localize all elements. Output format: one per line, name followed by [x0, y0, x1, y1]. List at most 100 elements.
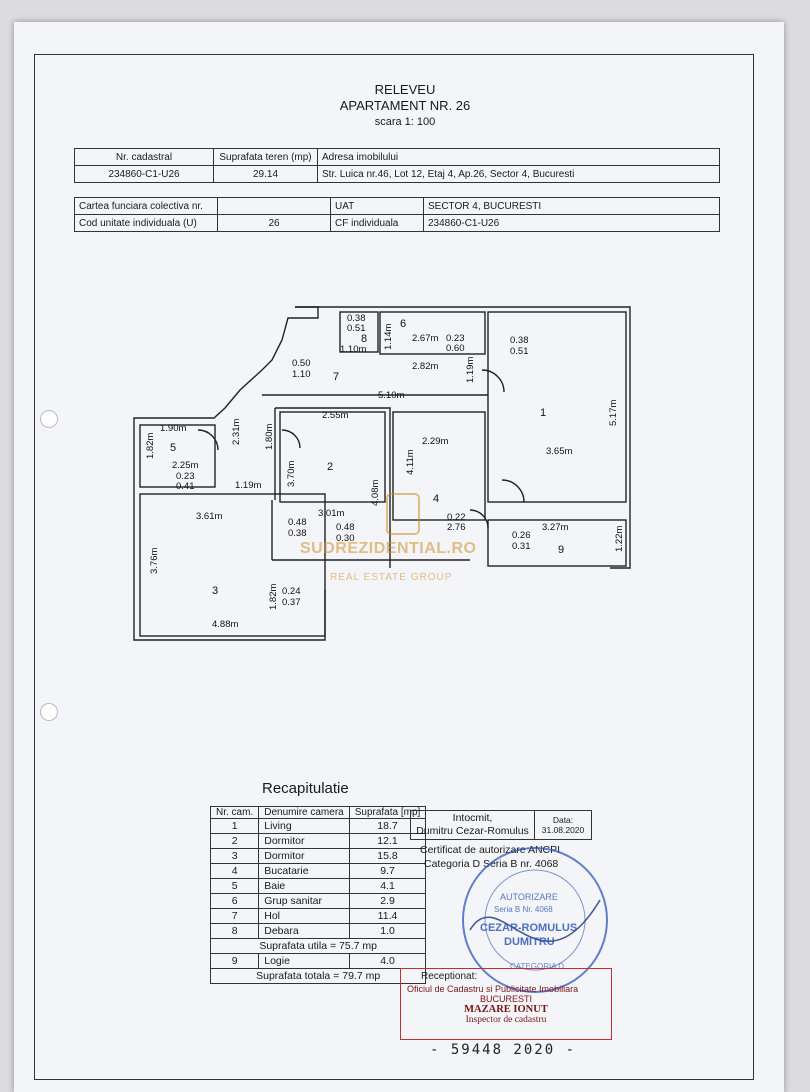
dim-label: 3.70m	[286, 461, 297, 487]
room-number: 6	[400, 318, 406, 330]
room-number: 8	[361, 333, 367, 345]
punch-hole	[40, 703, 58, 721]
dim-label: 3.65m	[546, 446, 572, 457]
stamp-line: CATEGORIA D	[510, 962, 565, 971]
room-number: 9	[558, 544, 564, 556]
dim-label: 1.10m	[340, 344, 366, 355]
unit-code-label: Cod unitate individuala (U)	[74, 214, 218, 232]
address-value: Str. Luica nr.46, Lot 12, Etaj 4, Ap.26,…	[317, 165, 720, 183]
cf-value: 234860-C1-U26	[423, 214, 720, 232]
dim-label: 5.10m	[378, 390, 404, 401]
dim-label: 2.76	[447, 522, 466, 533]
room-number: 5	[170, 442, 176, 454]
stamp-line: AUTORIZARE	[500, 892, 558, 902]
watermark-text: SUDREZIDENTIAL.RO	[300, 540, 477, 557]
document-subtitle: APARTAMENT NR. 26	[339, 98, 471, 113]
dim-label: 0.38	[510, 335, 529, 346]
total-area: Suprafata totala = 79.7 mp	[209, 968, 427, 984]
dim-label: 0.30	[336, 533, 355, 544]
dim-label: 2.67m	[412, 333, 438, 344]
document-title: RELEVEU	[374, 82, 436, 97]
stamp-line: DUMITRU	[504, 936, 555, 948]
dim-label: 0.60	[446, 343, 465, 354]
dim-label: 3.76m	[149, 548, 160, 574]
col-header-nr: Nr. cam.	[209, 806, 260, 819]
col-header-name: Denumire camera	[258, 806, 350, 819]
certificate-text: Certificat de autorizare ANCPI	[420, 844, 561, 856]
author-label: Intocmit,	[452, 812, 493, 824]
dim-label: 0.51	[510, 346, 529, 357]
scale-label: scara 1: 100	[374, 116, 436, 128]
red-stamp-line: Oficiul de Cadastru si Publicitate Imobi…	[407, 984, 579, 994]
dim-label: 0.50	[292, 358, 311, 369]
watermark-logo-icon	[386, 493, 420, 535]
recap-title: Recapitulatie	[262, 780, 349, 797]
dim-label: 0.31	[512, 541, 531, 552]
dim-label: 0.37	[282, 597, 301, 608]
author-name: Dumitru Cezar-Romulus	[416, 825, 529, 837]
dim-label: 0.38	[347, 313, 366, 324]
inspector-name: MAZARE IONUT	[464, 1004, 548, 1015]
dim-label: 0.24	[282, 586, 301, 597]
cadastral-table: Nr. cadastral Suprafata teren (mp) Adres…	[74, 148, 720, 183]
dim-label: 0.48	[336, 522, 355, 533]
dim-label: 3.61m	[196, 511, 222, 522]
dim-label: 4.88m	[212, 619, 238, 630]
dim-label: 0.48	[288, 517, 307, 528]
dim-label: 1.22m	[614, 526, 625, 552]
dim-label: 1.80m	[264, 424, 275, 450]
inspector-role: Inspector de cadastru	[465, 1015, 547, 1025]
stamp-line: Seria B Nr. 4068	[494, 905, 553, 914]
dim-label: 0.23	[176, 471, 195, 482]
dim-label: 3.27m	[542, 522, 568, 533]
dim-label: 4.11m	[405, 449, 416, 475]
dim-label: 0.23	[446, 333, 465, 344]
dim-label: 1.10	[292, 369, 311, 380]
dim-label: 4.08m	[370, 480, 381, 506]
dim-label: 1.14m	[383, 324, 394, 350]
dim-label: 2.29m	[422, 436, 448, 447]
dim-label: 2.55m	[322, 410, 348, 421]
dim-label: 0.22	[447, 512, 466, 523]
dim-label: 0.41	[176, 481, 195, 492]
category-text: Categoria D Seria B nr. 4068	[424, 858, 559, 870]
dim-label: 0.26	[512, 530, 531, 541]
dim-label: 2.31m	[231, 419, 242, 445]
dim-label: 1.19m	[235, 480, 261, 491]
room-number: 2	[327, 461, 333, 473]
dim-label: 3.01m	[318, 508, 344, 519]
dim-label: 5.17m	[608, 400, 619, 426]
serial-number: - 59448 2020 -	[430, 1042, 577, 1058]
room-number: 7	[333, 371, 339, 383]
dim-label: 0.38	[288, 528, 307, 539]
room-numbers: 1 2 3 4 5 6 7 8 9	[170, 318, 564, 597]
date-value: 31.08.2020	[541, 825, 585, 835]
received-label: Receptionat:	[421, 971, 478, 982]
dim-label: 2.25m	[172, 460, 198, 471]
author-table: Intocmit, Dumitru Cezar-Romulus Data: 31…	[410, 810, 592, 840]
dim-label: 2.82m	[412, 361, 438, 372]
watermark-subtext: REAL ESTATE GROUP	[330, 572, 453, 583]
dim-label: 1.82m	[268, 584, 279, 610]
date-label: Data:	[552, 815, 574, 825]
stamp-line: CEZAR-ROMULUS	[480, 922, 578, 934]
punch-hole	[40, 410, 58, 428]
useful-area: Suprafata utila = 75.7 mp	[209, 938, 427, 954]
dim-label: 1.82m	[145, 433, 156, 459]
plan-dimensions: 0.38 0.51 1.10m 1.14m 2.67m 0.23 0.60 0.…	[145, 313, 625, 630]
red-stamp-line: BUCURESTI	[479, 994, 532, 1004]
room-number: 3	[212, 585, 218, 597]
recap-table: Nr. cam. Denumire camera Suprafata [mp] …	[209, 806, 427, 984]
room-number: 1	[540, 407, 546, 419]
dim-label: 1.90m	[160, 423, 186, 434]
